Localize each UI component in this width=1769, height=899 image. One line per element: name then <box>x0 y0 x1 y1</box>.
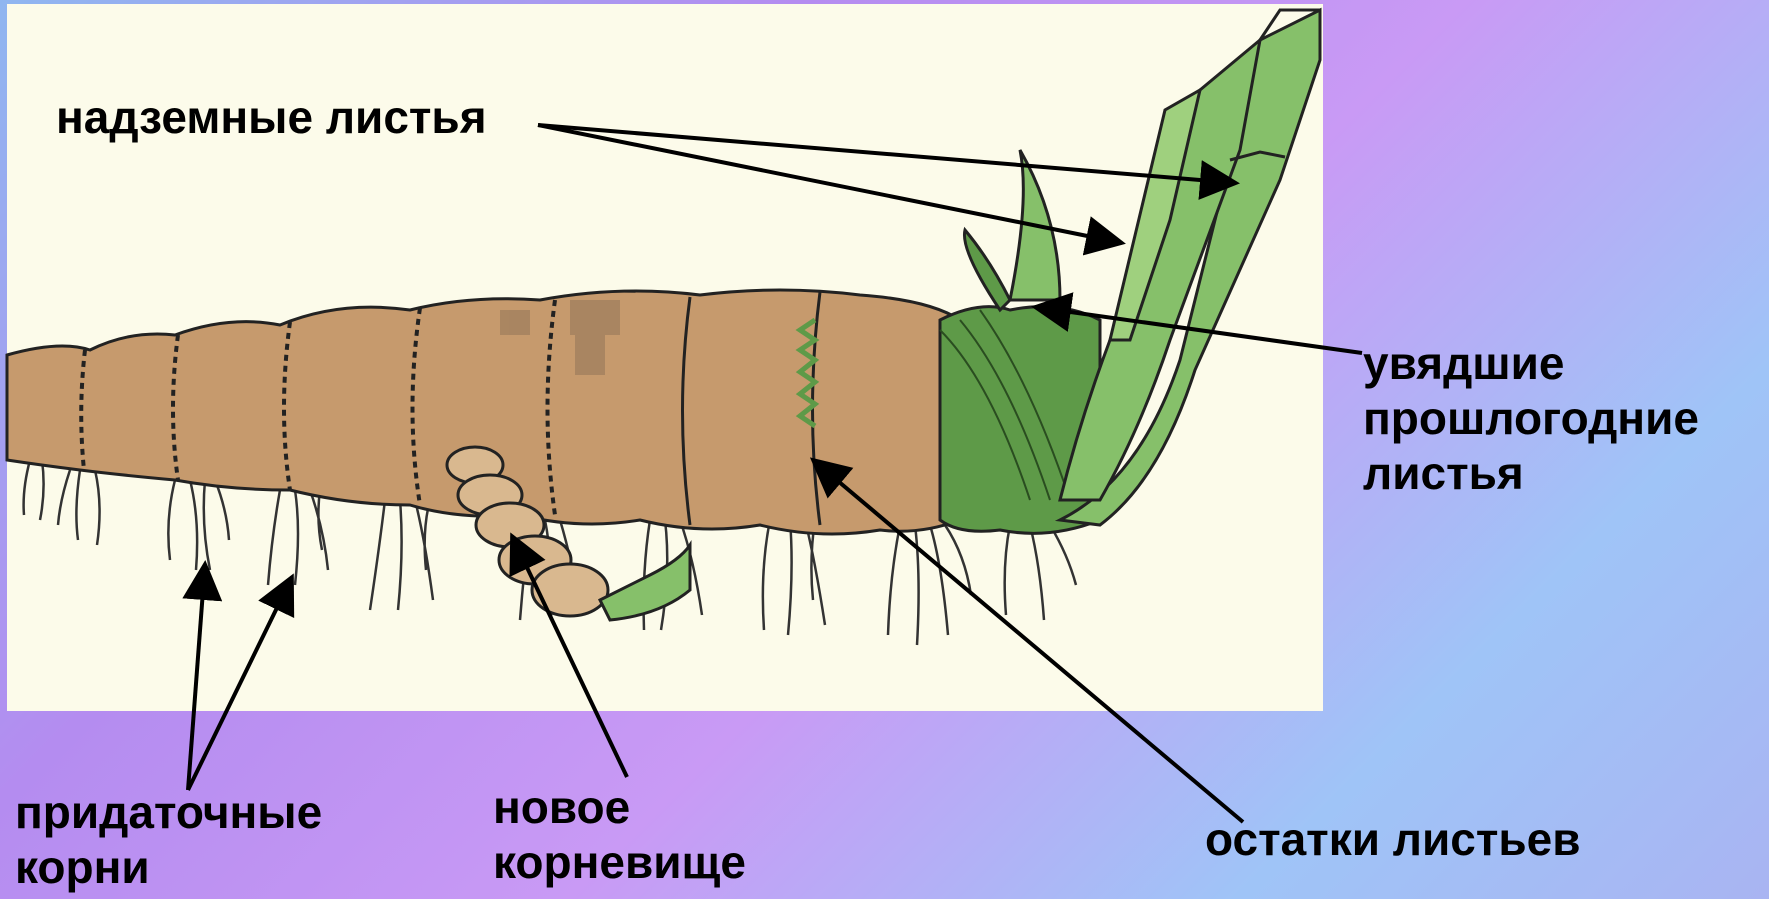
label-new-rhizome: новое корневище <box>493 780 746 890</box>
aboveground-leaves-shoot <box>1060 10 1320 525</box>
label-adventitious-roots: придаточные корни <box>15 785 322 895</box>
label-aboveground-leaves: надземные листья <box>56 90 487 145</box>
label-withered-leaves: увядшие прошлогодние листья <box>1363 336 1699 502</box>
arrow-aboveground-1 <box>538 125 1236 183</box>
label-leaf-remains: остатки листьев <box>1205 812 1581 867</box>
